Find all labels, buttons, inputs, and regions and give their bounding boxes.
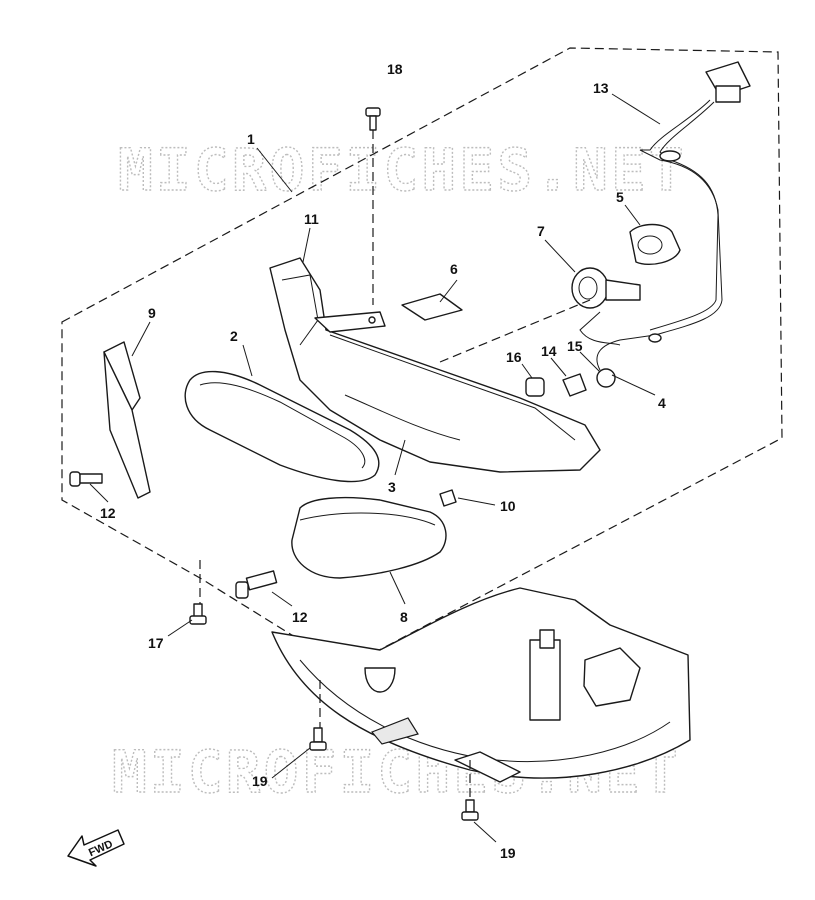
- callout-10: 10: [500, 498, 516, 514]
- socket-7: [571, 267, 641, 309]
- watermark-top: MICROFICHES.NET: [118, 136, 687, 204]
- callout-2: 2: [230, 328, 238, 344]
- callout-12-left: 12: [100, 505, 116, 521]
- grommet-10: [439, 489, 457, 507]
- small-parts: [525, 368, 616, 397]
- callout-5: 5: [616, 189, 624, 205]
- callout-19-left: 19: [252, 773, 268, 789]
- screw-12-right: [235, 570, 278, 599]
- callout-3: 3: [388, 479, 396, 495]
- lens-2: [184, 370, 380, 483]
- screw-19-right: [461, 799, 479, 821]
- callout-1: 1: [247, 131, 255, 147]
- callout-7: 7: [537, 223, 545, 239]
- assembly-boundary: [61, 47, 783, 669]
- callout-8: 8: [400, 609, 408, 625]
- lower-cover: [271, 587, 691, 783]
- side-panel-9: [103, 341, 151, 499]
- screw-18: [365, 107, 381, 131]
- fwd-arrow-icon: FWD: [67, 829, 125, 867]
- leader-lines: [89, 93, 661, 843]
- callout-15: 15: [567, 338, 583, 354]
- screw-12-left: [69, 471, 103, 487]
- gasket-6: [401, 293, 463, 321]
- callout-6: 6: [450, 261, 458, 277]
- wire-harness-13: [579, 61, 751, 371]
- callout-11: 11: [304, 211, 319, 227]
- callout-17: 17: [148, 635, 164, 651]
- screw-17: [189, 603, 207, 625]
- callout-16: 16: [506, 349, 522, 365]
- screw-19-left: [309, 727, 327, 751]
- callout-13: 13: [593, 80, 609, 96]
- callout-18: 18: [387, 61, 403, 77]
- callout-19-right: 19: [500, 845, 516, 861]
- callout-4: 4: [658, 395, 666, 411]
- callout-9: 9: [148, 305, 156, 321]
- callout-14: 14: [541, 343, 557, 359]
- lamp-housing: [269, 257, 601, 473]
- callout-12-right: 12: [292, 609, 308, 625]
- lens-8: [291, 496, 447, 579]
- bulb-5: [629, 223, 681, 266]
